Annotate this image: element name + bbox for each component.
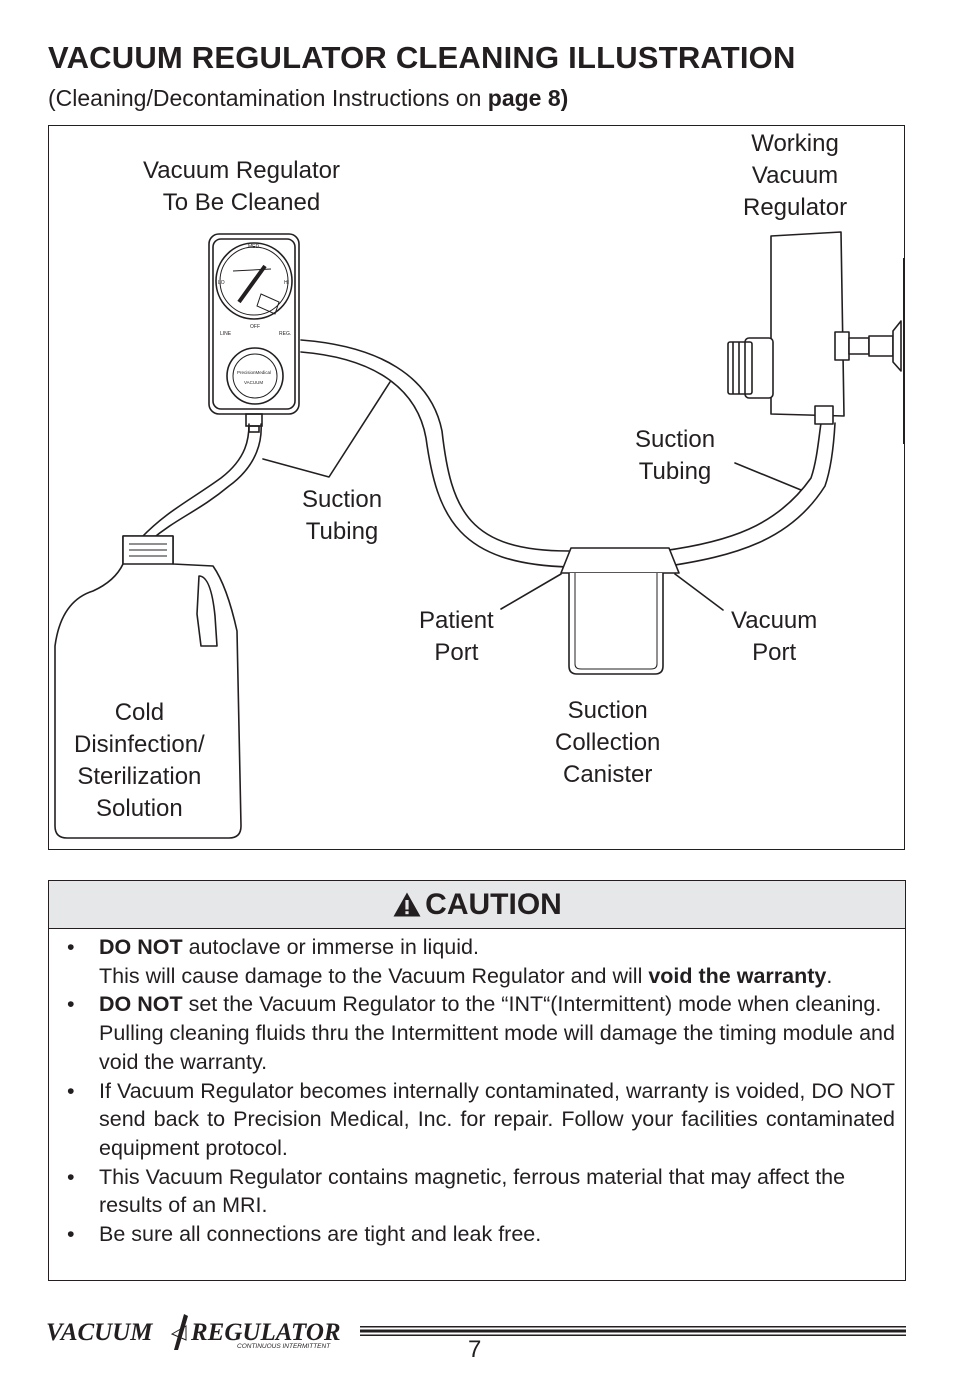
caution-text: set the Vacuum Regulator to the “INT“(In… — [99, 992, 895, 1074]
label-line: Suction — [567, 697, 648, 724]
gauge-off-label: OFF — [250, 324, 260, 330]
label-line-tubing-left — [262, 381, 391, 478]
label-suction-canister: Suction Collection Canister — [555, 695, 660, 791]
label-line: Sterilization — [77, 763, 202, 790]
caution-text: autoclave or immerse in liquid. — [182, 935, 479, 959]
caution-item: Be sure all connections are tight and le… — [67, 1220, 895, 1249]
caution-text: Be sure all connections are tight and le… — [99, 1222, 542, 1247]
page-subtitle: (Cleaning/Decontamination Instructions o… — [48, 85, 568, 112]
tube-regulator-to-canister — [300, 339, 570, 552]
label-solution: Cold Disinfection/ Sterilization Solutio… — [74, 697, 205, 825]
gauge-brand-label: PrecisionMedical — [237, 370, 271, 375]
illustration-drawing: MED LO HI LINE OFF REG. PrecisionMedical… — [54, 231, 905, 839]
logo-word-right: REGULATOR — [190, 1319, 341, 1346]
caution-heading: CAUTION — [425, 887, 562, 921]
label-line: Tubing — [638, 458, 712, 485]
page-number: 7 — [468, 1336, 482, 1363]
label-line: Solution — [96, 795, 183, 822]
caution-text: If Vacuum Regulator becomes internally c… — [99, 1078, 895, 1160]
label-line: Collection — [555, 729, 661, 756]
caution-text: This Vacuum Regulator contains magnetic,… — [99, 1164, 846, 1218]
regulator-to-clean-icon — [208, 233, 300, 433]
warning-triangle-icon — [393, 892, 421, 917]
working-regulator-icon — [727, 231, 905, 444]
solution-jug-icon — [54, 535, 242, 839]
label-working-regulator: Working Vacuum Regulator — [743, 128, 847, 224]
cleaning-illustration: MED LO HI LINE OFF REG. PrecisionMedical… — [48, 125, 905, 850]
suction-canister-icon — [560, 547, 680, 675]
gauge-med-label: MED — [248, 244, 260, 250]
label-regulator-to-clean: Vacuum Regulator To Be Cleaned — [143, 155, 340, 219]
gauge-line-label: LINE — [220, 331, 232, 337]
gauge-lo-label: LO — [218, 280, 225, 286]
logo-flame-icon — [174, 1314, 188, 1350]
label-line: Vacuum — [731, 607, 818, 634]
label-patient-port: Patient Port — [419, 605, 494, 669]
subtitle-text: (Cleaning/Decontamination Instructions o… — [48, 85, 488, 111]
label-line: Regulator — [743, 194, 848, 221]
logo-tagline: CONTINUOUS INTERMITTENT — [237, 1343, 331, 1350]
footer-rule — [360, 1326, 906, 1336]
label-line-vacuum-port — [674, 573, 724, 611]
vacuum-regulator-logo: VACUUM REGULATOR CONTINUOUS INTERMITTENT — [46, 1314, 341, 1350]
page-title: VACUUM REGULATOR CLEANING ILLUSTRATION — [48, 40, 796, 75]
label-suction-tubing-right: Suction Tubing — [635, 424, 715, 488]
gauge-reg-label: REG. — [279, 331, 291, 337]
tube-canister-to-working — [661, 422, 822, 552]
tube-solution-to-regulator — [140, 423, 250, 539]
caution-list: DO NOT autoclave or immerse in liquid. T… — [49, 929, 905, 1249]
caution-bold-text: void the warranty — [648, 963, 827, 988]
logo-word-left: VACUUM — [46, 1319, 153, 1346]
caution-box: CAUTION DO NOT autoclave or immerse in l… — [48, 880, 906, 1281]
caution-bold-lead: DO NOT — [99, 992, 183, 1017]
label-line: Vacuum — [751, 162, 839, 189]
label-line: Port — [752, 639, 797, 666]
caution-item: This Vacuum Regulator contains magnetic,… — [67, 1163, 895, 1220]
caution-text: . — [826, 963, 833, 988]
caution-bold-lead: DO NOT — [99, 935, 183, 959]
gauge-hi-label: HI — [284, 280, 289, 286]
label-line: Suction — [635, 426, 716, 453]
label-suction-tubing-left: Suction Tubing — [302, 484, 382, 548]
label-line: Cold — [114, 699, 165, 726]
label-line: To Be Cleaned — [162, 189, 321, 216]
caution-item: If Vacuum Regulator becomes internally c… — [67, 1077, 895, 1163]
label-line: Canister — [563, 761, 653, 788]
caution-item: DO NOT autoclave or immerse in liquid. T… — [67, 933, 895, 990]
label-line: Tubing — [305, 518, 379, 545]
label-line: Port — [434, 639, 479, 666]
label-line: Patient — [419, 607, 494, 634]
label-line: Suction — [302, 486, 383, 513]
label-vacuum-port: Vacuum Port — [731, 605, 817, 669]
caution-item: DO NOT set the Vacuum Regulator to the “… — [67, 990, 895, 1076]
label-line: Working — [751, 130, 839, 157]
gauge-vacuum-label: VACUUM — [244, 380, 263, 385]
label-line-tubing-right — [734, 462, 802, 491]
label-line: Vacuum Regulator — [143, 157, 340, 184]
subtitle-page-reference: page 8) — [487, 85, 569, 111]
label-line: Disinfection/ — [74, 731, 205, 758]
label-line-patient-port — [500, 573, 562, 610]
caution-header: CAUTION — [49, 881, 905, 929]
caution-text: This will cause damage to the Vacuum Reg… — [99, 963, 649, 988]
